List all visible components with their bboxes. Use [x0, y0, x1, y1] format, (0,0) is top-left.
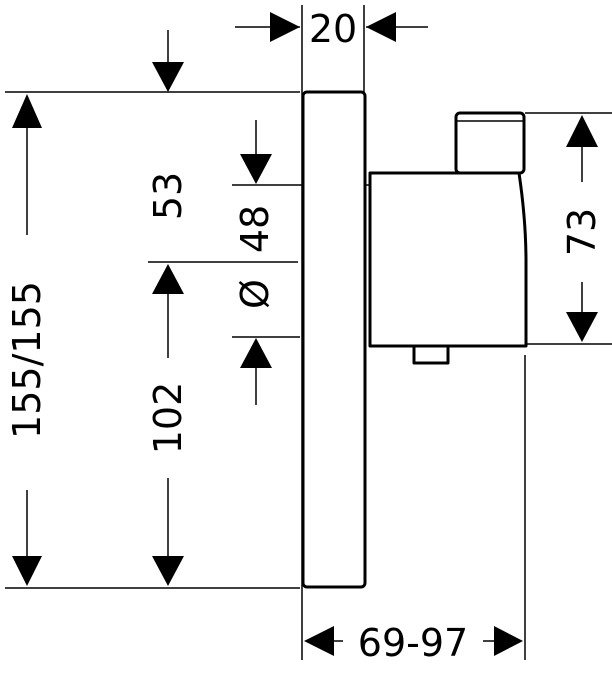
cover-plate: [301, 90, 367, 589]
label-handle-height: 73: [560, 208, 604, 256]
dim-handle-height: [566, 115, 598, 342]
dim-upper-offset: [240, 120, 272, 184]
label-projection: 69-97: [358, 621, 468, 665]
dim-top-marker: [152, 30, 184, 92]
dim-total-height: [12, 94, 42, 586]
bottom-stub: [412, 344, 450, 365]
label-diameter: 48: [233, 205, 277, 253]
label-lower-offset: 102: [146, 382, 190, 455]
handle-knob: [454, 111, 526, 175]
label-upper-offset: 53: [146, 172, 190, 220]
label-total-height: 155/155: [5, 281, 49, 439]
dim-lower-offset: [152, 264, 184, 586]
diameter-symbol: Ø: [233, 279, 277, 309]
dim-projection: [304, 626, 523, 656]
dim-diameter: [240, 338, 272, 405]
thermostat-body: [368, 171, 528, 348]
label-depth: 20: [309, 7, 357, 51]
part-outline: [301, 90, 528, 589]
dim-depth: [235, 12, 428, 42]
